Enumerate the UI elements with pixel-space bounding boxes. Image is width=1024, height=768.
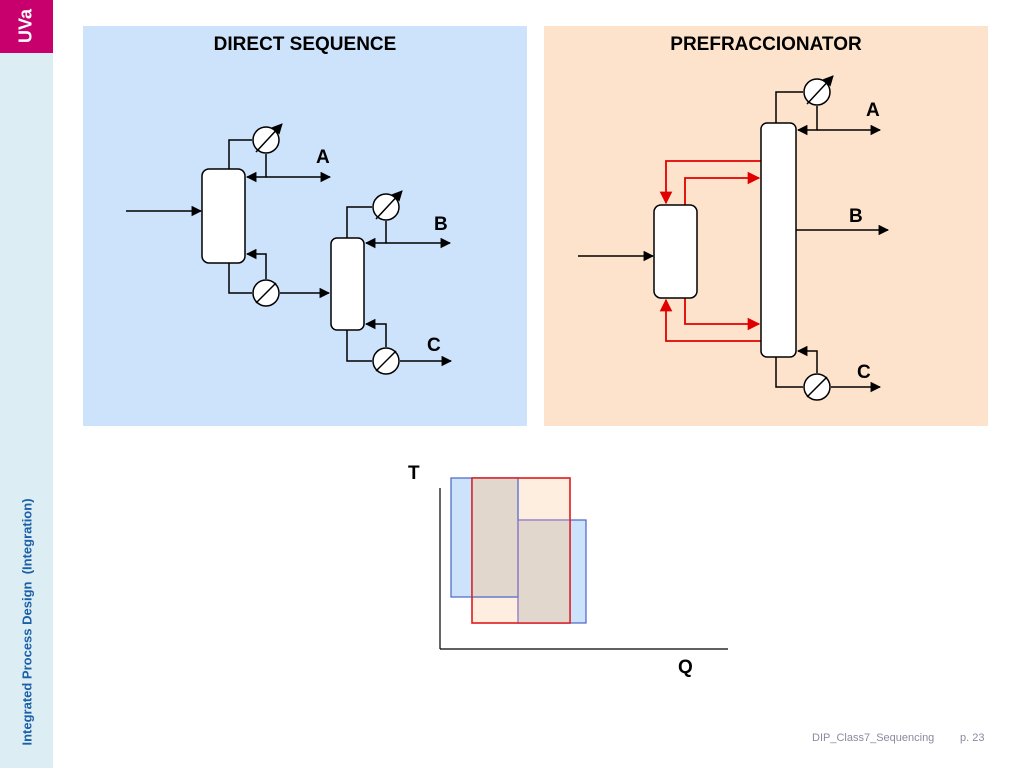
reflux-line-2 (364, 221, 387, 249)
vapor-line-2 (346, 206, 372, 238)
bottoms-line-2 (346, 330, 372, 362)
main-condenser-icon (803, 75, 834, 106)
main-boilup-line (796, 345, 818, 373)
main-vapor-line (775, 91, 803, 123)
footer-doc-name: DIP_Class7_Sequencing (812, 732, 935, 744)
boilup-line-1 (245, 248, 267, 279)
column-1 (201, 168, 246, 264)
overlap-box-2 (518, 520, 570, 623)
main-column (760, 122, 797, 358)
prefrac-label-b: B (849, 206, 863, 227)
sidebar: UVa Integrated Process Design (Integrati… (0, 0, 53, 768)
tq-diagram (439, 477, 728, 650)
condenser-2-icon (372, 190, 403, 221)
bottom-liquid-link (684, 297, 761, 331)
column-2 (330, 237, 365, 331)
reboiler-2-icon (372, 347, 400, 375)
interconnection-streams (659, 160, 761, 342)
main-bottoms-line (775, 357, 803, 388)
prefrac-label-a: A (866, 100, 880, 121)
footer-page-number: p. 23 (960, 732, 985, 744)
prefraccionator-title: PREFRACCIONATOR (670, 34, 862, 55)
direct-label-c: C (427, 335, 441, 356)
main-reflux-line (796, 106, 818, 136)
bottom-vapor-return (659, 298, 761, 342)
direct-sequence-title: DIRECT SEQUENCE (213, 34, 397, 55)
reflux-line-1 (245, 154, 267, 183)
prefractionator-column (653, 204, 698, 299)
condenser-1-icon (252, 123, 283, 154)
axis-label-q: Q (678, 657, 693, 678)
uva-logo: UVa (0, 0, 53, 53)
boilup-line-2 (364, 318, 387, 347)
prefraccionator-flowsheet (578, 75, 890, 401)
direct-label-a: A (316, 147, 330, 168)
direct-sequence-flowsheet (126, 123, 453, 375)
prefrac-label-c: C (857, 362, 871, 383)
tq-axes (439, 488, 728, 650)
direct-label-b: B (434, 214, 448, 235)
direct-sequence-panel: DIRECT SEQUENCE (83, 26, 527, 426)
main-reboiler-icon (803, 373, 831, 401)
axis-label-t: T (408, 463, 420, 484)
top-liquid-return (659, 160, 761, 205)
vapor-line-1 (228, 139, 252, 169)
overlap-box-1 (472, 478, 518, 597)
bottoms-line-1 (228, 263, 252, 294)
top-vapor-link (684, 171, 761, 205)
reboiler-1-icon (252, 279, 280, 307)
